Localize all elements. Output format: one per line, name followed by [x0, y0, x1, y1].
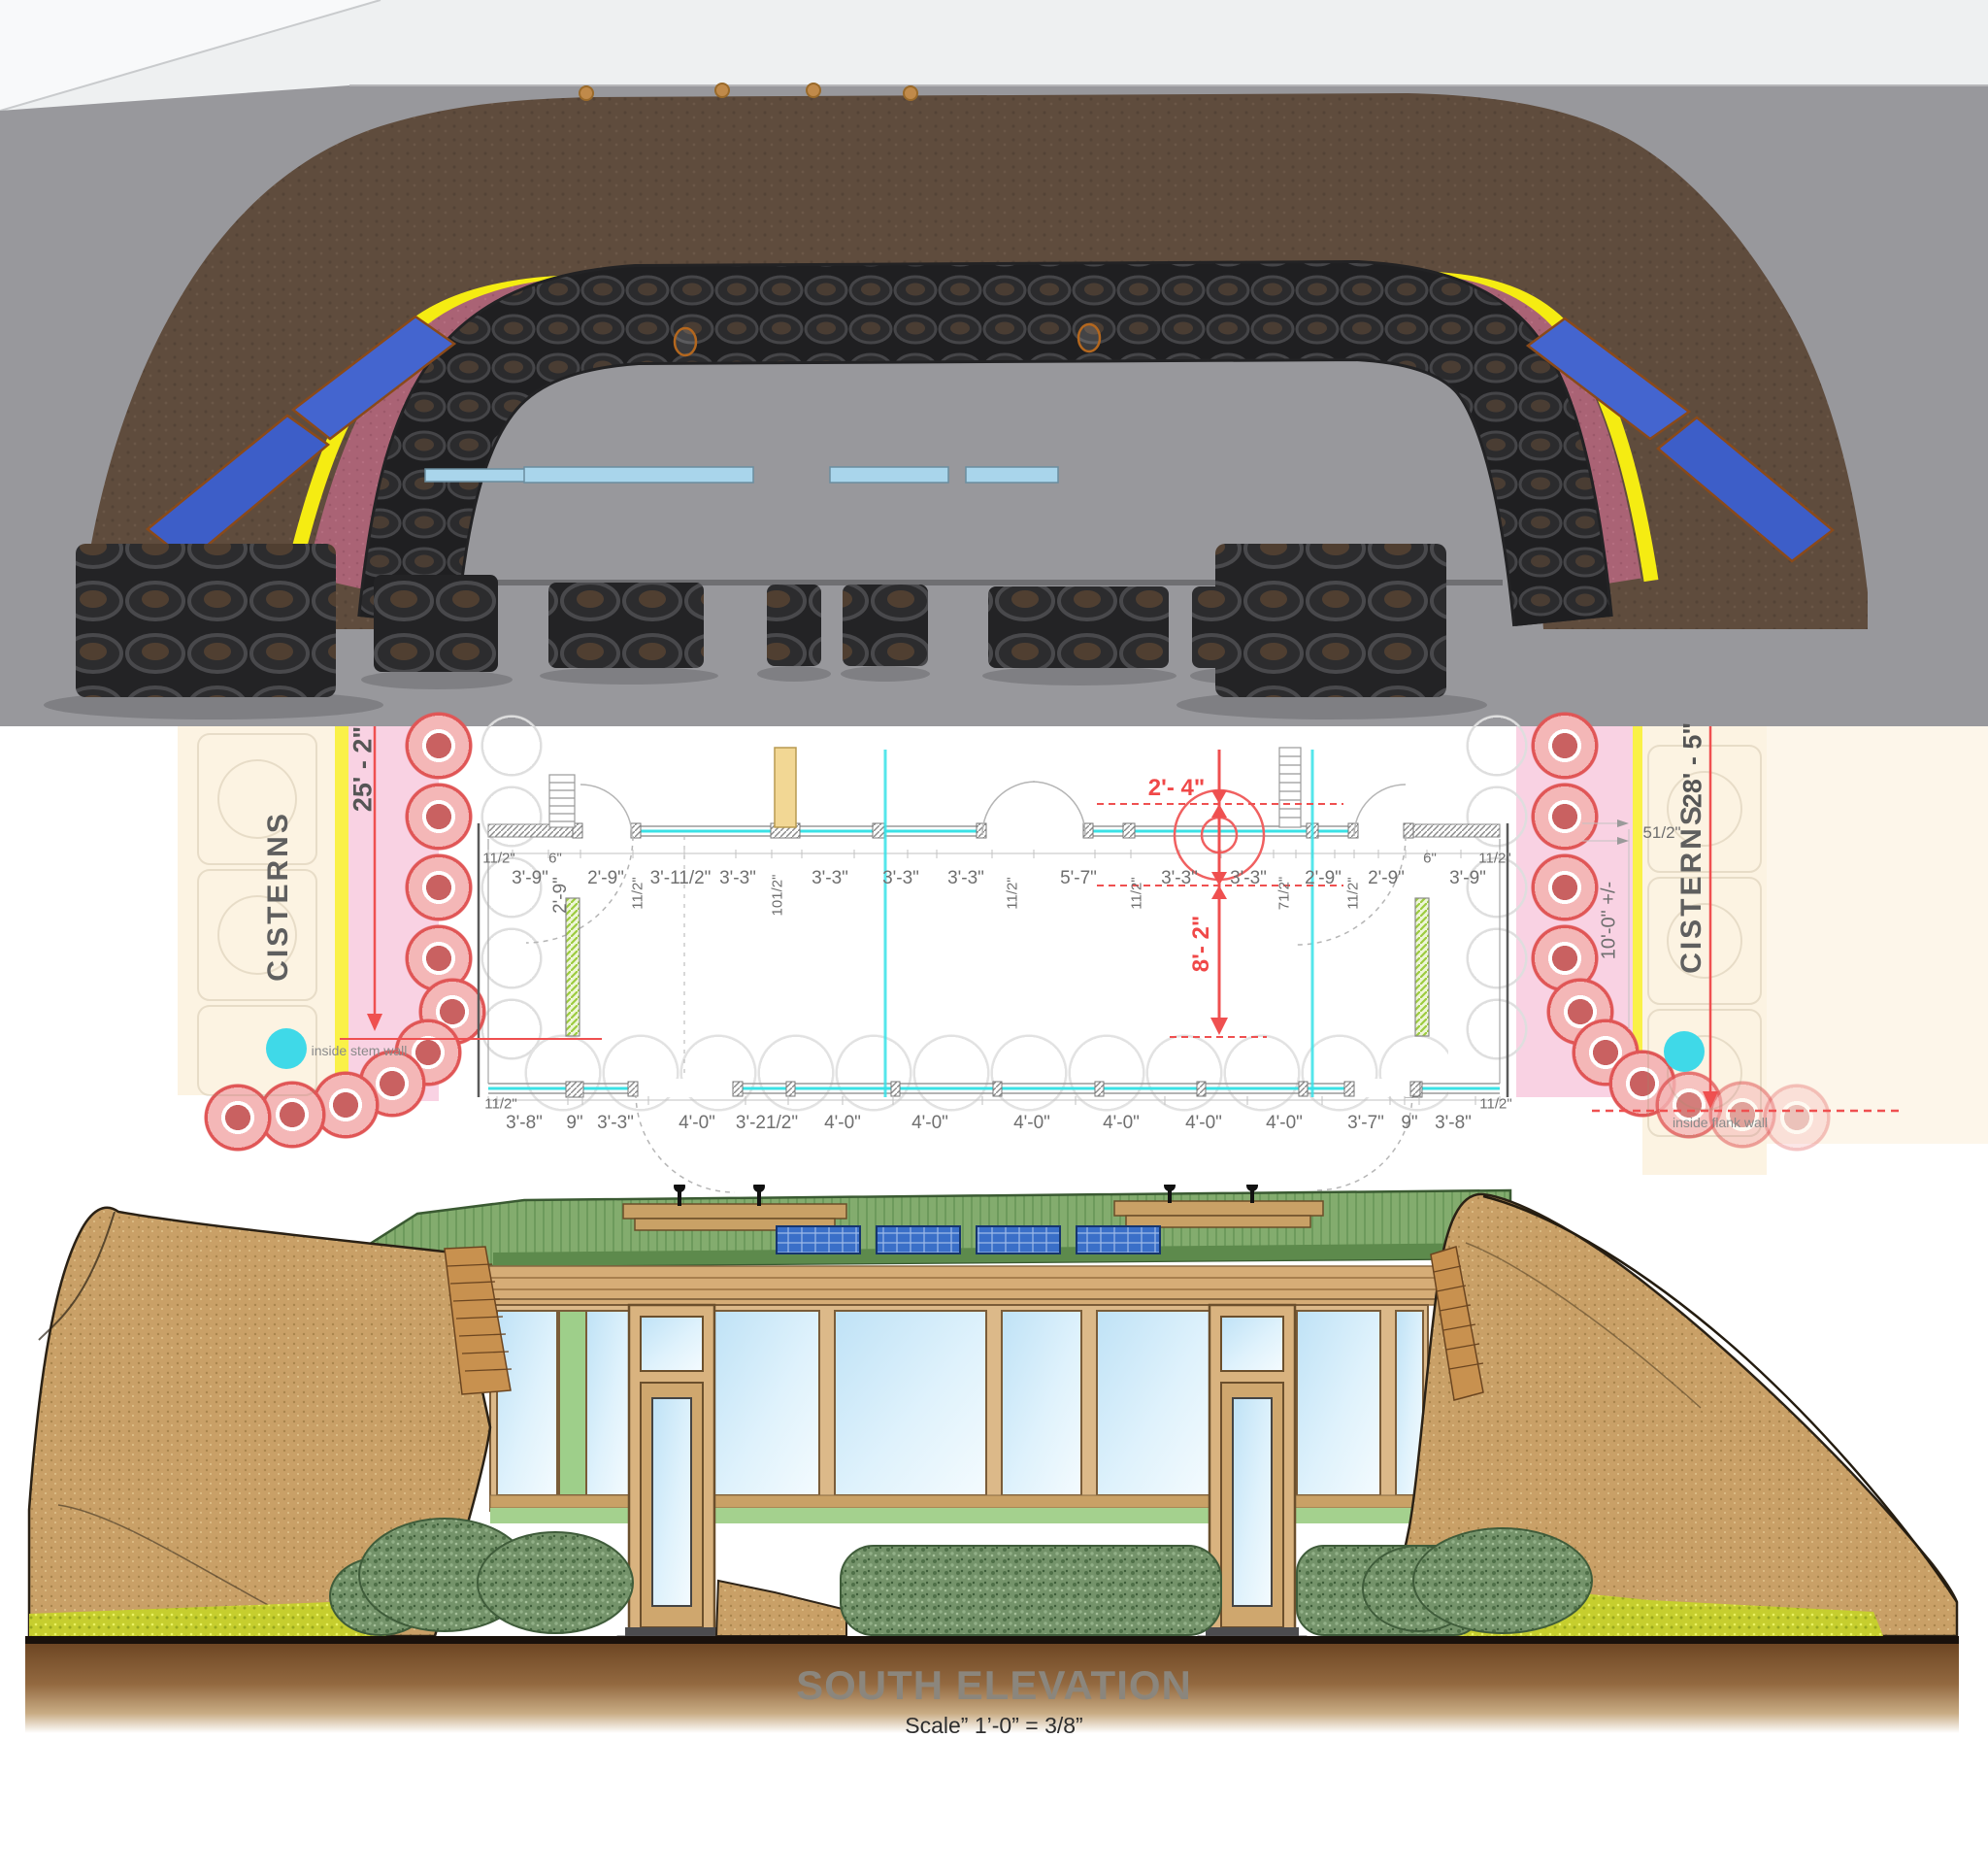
red-width-dim: 2'- 4": [1147, 775, 1206, 801]
dimension-label: 6": [1423, 850, 1437, 867]
right-bond-beam-band: [1633, 726, 1642, 1107]
dimension-label: 3'-8": [1435, 1113, 1472, 1133]
plan-green-partitions: [565, 897, 1430, 1037]
right-length-dim: 28' - 5": [1677, 721, 1707, 809]
dimension-label: 6": [548, 850, 562, 867]
right-depth-dim: 10'-0" +/-: [1598, 881, 1620, 960]
dimension-label: 9": [1401, 1113, 1418, 1133]
fascia: [482, 1265, 1515, 1306]
dimension-guides: [487, 819, 1630, 1105]
dimension-label: 3'-3": [882, 868, 919, 888]
dimension-label: 4'-0": [1103, 1113, 1140, 1133]
dimension-label: 11/2": [482, 850, 515, 867]
dimension-label: 11/2": [1479, 1095, 1512, 1113]
dimension-label: 2'-9": [1368, 868, 1405, 888]
dimension-label: 4'-0": [911, 1113, 948, 1133]
dimension-label: 3'-3": [597, 1113, 634, 1133]
dimension-label: 3'-9": [512, 868, 548, 888]
right-cistern-water: [1664, 1031, 1705, 1072]
iso-3d-view: [0, 0, 1988, 726]
dimension-label: 11/2": [1128, 877, 1145, 910]
dimension-label: 11/2": [629, 877, 646, 910]
south-elevation-view: [25, 1185, 1959, 1733]
elevation-title: SOUTH ELEVATION: [796, 1662, 1192, 1708]
iso-solar-panels: [145, 315, 1836, 563]
dimension-label: 3'-11/2": [649, 868, 712, 888]
dimension-label: 4'-0": [1266, 1113, 1303, 1133]
right-ghost-tires: [1463, 711, 1531, 1060]
entry-door-left: [604, 1303, 740, 1649]
dimension-label: 3'-3": [1230, 868, 1267, 888]
left-cistern-water: [266, 1028, 307, 1069]
grade-line: [25, 1636, 1959, 1644]
dimension-label: 3'-3": [812, 868, 848, 888]
dimension-label: 4'-0": [679, 1113, 715, 1133]
red-annotations: [340, 726, 1905, 1113]
dimension-label: 101/2": [769, 874, 786, 917]
red-height-dim: 8'- 2": [1188, 915, 1214, 973]
roof-vent-pipes: [674, 1185, 1258, 1206]
dimension-label: 11/2": [1478, 850, 1511, 867]
dimension-label: 3'-21/2": [735, 1113, 799, 1133]
dimension-label: 4'-0": [1013, 1113, 1050, 1133]
dimension-label: 3'-3": [947, 868, 984, 888]
iso-front-tire-piles: [76, 544, 1446, 697]
dimension-label: 3'-8": [506, 1113, 543, 1133]
iso-tire-wall: [360, 262, 1610, 626]
stem-wall-note: inside stem wall: [311, 1043, 408, 1058]
dimension-label: 2'-9": [587, 868, 624, 888]
iso-roof-vent-pipes: [579, 83, 918, 101]
left-cistern-zone: [178, 726, 335, 1095]
right-berm: [1375, 1192, 1959, 1638]
dimension-label: 3'-3": [719, 868, 756, 888]
plan-south-glazed-wall: [488, 1079, 1500, 1098]
left-flower-bed: [29, 1602, 386, 1636]
cyan-section-lines: [883, 750, 1314, 1097]
dimension-label: 3'-7": [1347, 1113, 1384, 1133]
dimension-label: 71/2": [1276, 876, 1293, 911]
plan-ladders: [548, 747, 1302, 828]
left-bushes: [329, 1518, 634, 1636]
dimension-label: 4'-0": [1185, 1113, 1222, 1133]
plan-north-glazed-wall: [487, 821, 1501, 840]
right-tire-column: [1531, 711, 1599, 996]
dimension-label: 11/2": [1344, 877, 1362, 910]
left-bond-beam-band: [335, 726, 348, 1103]
iso-pile-shadows: [44, 666, 1487, 719]
floor-plan-view: CISTERNS CISTERNS 25' - 2" 28' - 5" 51/2…: [0, 711, 1988, 1196]
dimension-label: 9": [566, 1113, 583, 1133]
iso-tire-wall-rings: [673, 322, 1102, 357]
dimension-label: 2'-9": [1305, 868, 1342, 888]
roof-solar-panels: [776, 1225, 1161, 1254]
left-cisterns-label: CISTERNS: [262, 811, 294, 982]
dimension-label: 11/2": [1004, 877, 1021, 910]
dimension-label: 11/2": [484, 1095, 517, 1113]
iso-glazing-headers: [424, 466, 1059, 484]
planter-wall: [714, 1579, 847, 1637]
right-margin: [1767, 726, 1988, 1144]
left-length-dim: 25' - 2": [348, 725, 378, 813]
dimension-label: 5'-7": [1060, 868, 1097, 888]
plan-wall-stub: [774, 747, 797, 828]
plan-linework: [197, 726, 1905, 1193]
dimension-label: 2'-9": [550, 877, 571, 914]
dimension-label: 4'-0": [824, 1113, 861, 1133]
right-offset-dim: 51/2": [1642, 823, 1681, 842]
plan-labels: CISTERNS CISTERNS 25' - 2" 28' - 5" 51/2…: [0, 722, 1988, 1196]
ground-section: [25, 1644, 1959, 1733]
left-tire-column: [405, 711, 473, 996]
elevation-scale-note: Scale” 1’-0” = 3/8”: [905, 1713, 1083, 1738]
left-berm: [27, 1206, 513, 1638]
left-ghost-tires: [478, 711, 546, 1060]
door-swing-arcs: [525, 781, 1413, 1193]
center-hedge: [840, 1527, 1593, 1636]
dimension-label: 3'-3": [1161, 868, 1198, 888]
flank-wall-note: inside flank wall: [1672, 1115, 1769, 1130]
entry-door-right: [1184, 1303, 1320, 1649]
bottom-ghost-tires: [524, 1033, 1448, 1113]
dimension-label: 3'-9": [1449, 868, 1486, 888]
